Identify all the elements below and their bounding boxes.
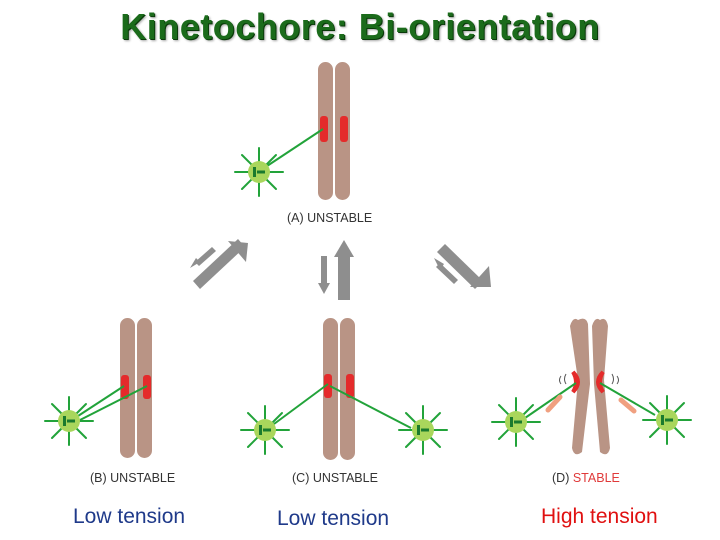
centrosome-c-left: [240, 405, 290, 455]
caption-c: (C) UNSTABLE: [292, 471, 378, 485]
centrosome-b: [44, 396, 94, 446]
caption-a-state: UNSTABLE: [307, 211, 373, 225]
caption-d: (D) STABLE: [552, 471, 620, 485]
chromosome-d: [570, 318, 610, 455]
caption-a-letter: (A): [287, 211, 304, 225]
kinetochore-c-right: [346, 374, 354, 398]
microtubule-b-2: [79, 385, 148, 421]
caption-d-letter: (D): [552, 471, 570, 485]
kinetochore-a-right: [340, 116, 348, 142]
centrosome-d-right: [642, 395, 692, 445]
caption-c-letter: (C): [292, 471, 310, 485]
caption-a: (A) UNSTABLE: [287, 211, 372, 225]
microtubule-c-1: [273, 383, 329, 425]
panel-b: [44, 318, 152, 458]
centrosome-c-right: [398, 405, 448, 455]
arrow-a-c: [318, 240, 354, 300]
arrow-a-b: [190, 239, 248, 289]
caption-b-letter: (B): [90, 471, 107, 485]
tension-label-d: High tension: [541, 505, 658, 528]
microtubule-d-left: [524, 382, 577, 419]
caption-b: (B) UNSTABLE: [90, 471, 175, 485]
caption-c-state: UNSTABLE: [312, 471, 378, 485]
chromosome-b: [120, 318, 152, 458]
chromosome-a: [318, 62, 350, 200]
arrow-a-d: [434, 244, 491, 289]
microtubule-d-right: [599, 382, 656, 416]
panel-d: [491, 318, 692, 455]
kinetochore-c-left: [324, 374, 332, 398]
page-title: Kinetochore: Bi-orientation: [120, 6, 600, 47]
chromosome-c: [323, 318, 355, 460]
kinetochore-d-right: [596, 370, 605, 394]
kinetochore-d-left: [571, 370, 580, 394]
microtubule-c-2: [329, 385, 412, 429]
microtubule-b-1: [77, 385, 125, 417]
kinetochore-a-left: [320, 116, 328, 142]
centrosome-a: [234, 147, 284, 197]
panel-a: [234, 62, 350, 200]
tension-arrow-right: [618, 397, 637, 414]
centrosome-d-left: [491, 397, 541, 447]
caption-b-state: UNSTABLE: [110, 471, 176, 485]
tension-arrow-left: [545, 394, 563, 413]
tension-label-c: Low tension: [277, 507, 390, 530]
kinetochore-b-left: [121, 375, 129, 399]
panel-c: [240, 318, 448, 460]
stretch-marks: [559, 373, 619, 385]
caption-d-state: STABLE: [572, 471, 620, 485]
microtubule-a: [260, 128, 324, 171]
tension-label-b: Low tension: [73, 505, 186, 528]
